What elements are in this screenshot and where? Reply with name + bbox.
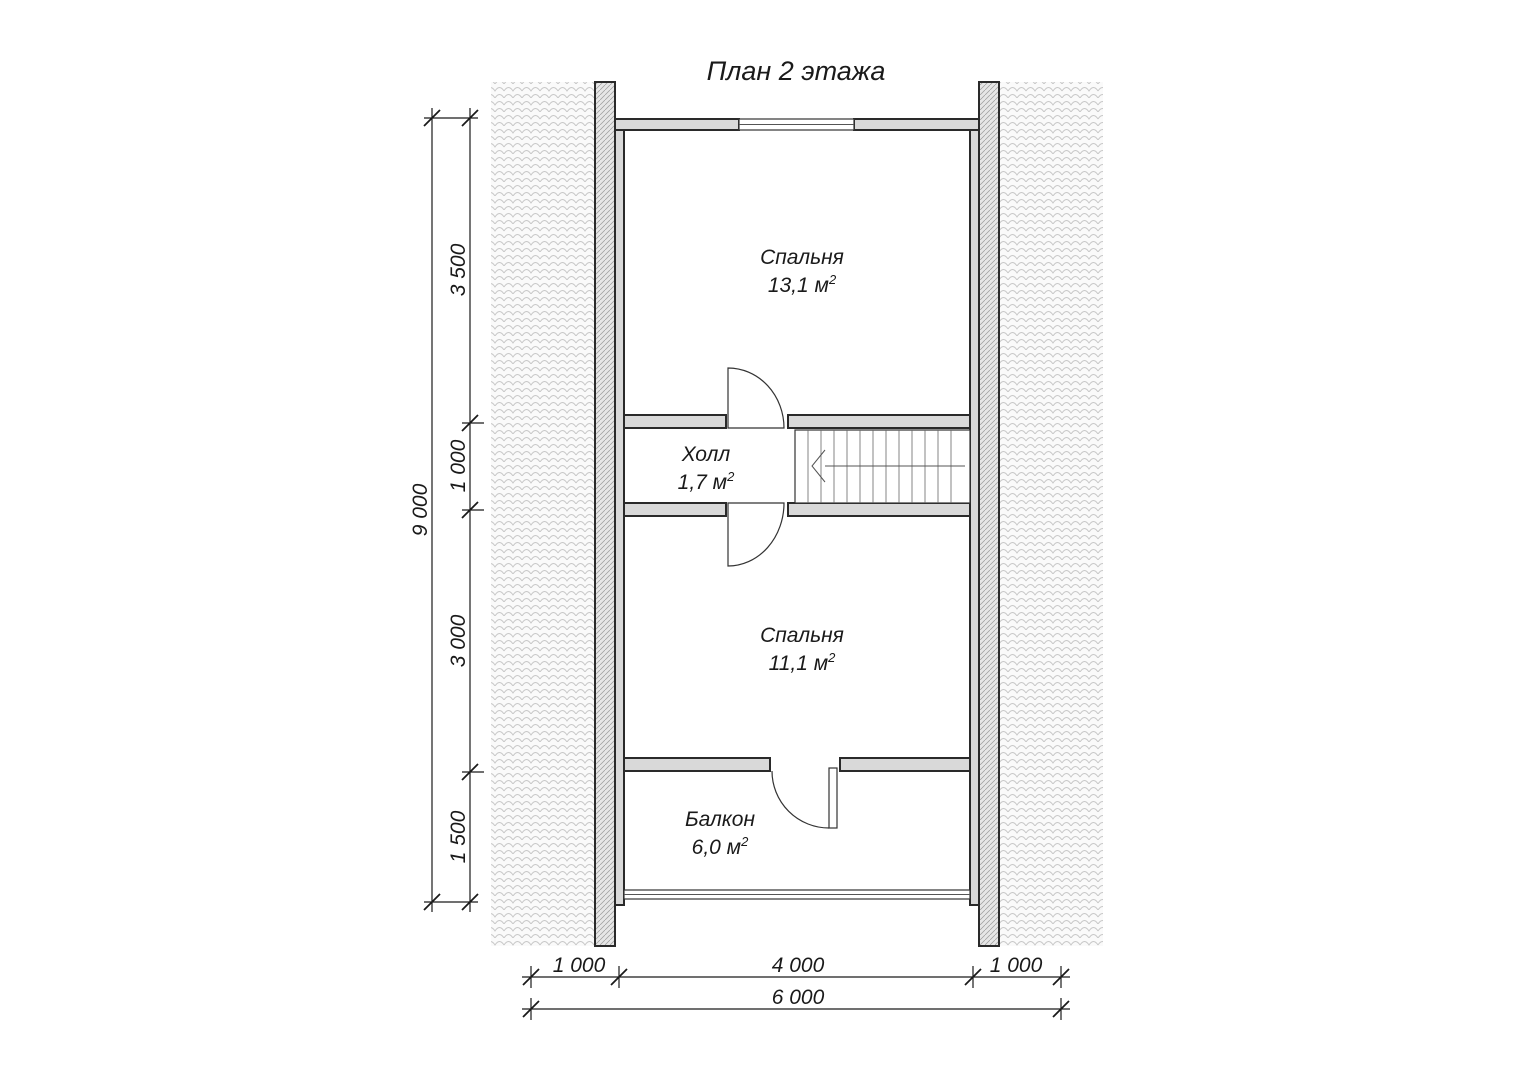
roof-right [999,82,1103,946]
room-name: Холл [681,443,731,466]
room-area: 6,0 м [692,836,741,859]
dimension-vertical-segments: 3 500 1 000 3 000 1 500 [447,108,484,912]
svg-text:13,1 м2: 13,1 м2 [768,272,837,297]
walls [614,118,980,906]
door-bedroom-2 [727,502,785,567]
room-balcony: Балкон 6,0 м2 [685,808,756,859]
plan-title: План 2 этажа [707,56,886,86]
right-gable-wall [978,81,1000,947]
dimension-label: 4 000 [772,954,825,977]
room-area: 1,7 м [678,471,727,494]
room-name: Спальня [760,624,844,647]
window-top [738,118,855,131]
dimension-label: 1 000 [553,954,606,977]
unit-superscript: 2 [726,469,735,484]
dimension-label: 1 000 [990,954,1043,977]
unit-superscript: 2 [828,272,837,287]
room-name: Балкон [685,808,756,831]
dimension-horizontal-segments: 1 000 4 000 1 000 [522,954,1070,988]
door-balcony [771,767,838,829]
staircase [794,429,971,504]
unit-superscript: 2 [740,834,749,849]
room-name: Спальня [760,246,844,269]
room-area: 11,1 м [769,652,829,675]
dimension-label: 1 500 [447,810,470,863]
room-area: 13,1 м [768,274,829,297]
door-bedroom-1 [727,367,785,429]
dimension-label: 6 000 [772,986,825,1009]
balcony-railing [623,889,971,900]
dimension-label: 3 000 [447,614,470,667]
dimension-label: 3 500 [447,243,470,296]
room-bedroom-2: Спальня 11,1 м2 [760,624,844,675]
room-bedroom-1: Спальня 13,1 м2 [760,246,844,297]
svg-text:1,7 м2: 1,7 м2 [678,469,735,494]
dimension-horizontal-total: 6 000 [522,986,1070,1020]
svg-text:6,0 м2: 6,0 м2 [692,834,749,859]
dimension-label: 1 000 [447,439,470,492]
svg-text:11,1 м2: 11,1 м2 [769,650,837,675]
unit-superscript: 2 [827,650,836,665]
roof-left [491,82,595,946]
room-hall: Холл 1,7 м2 [678,443,735,494]
left-gable-wall [594,81,616,947]
dimension-label: 9 000 [409,483,432,536]
